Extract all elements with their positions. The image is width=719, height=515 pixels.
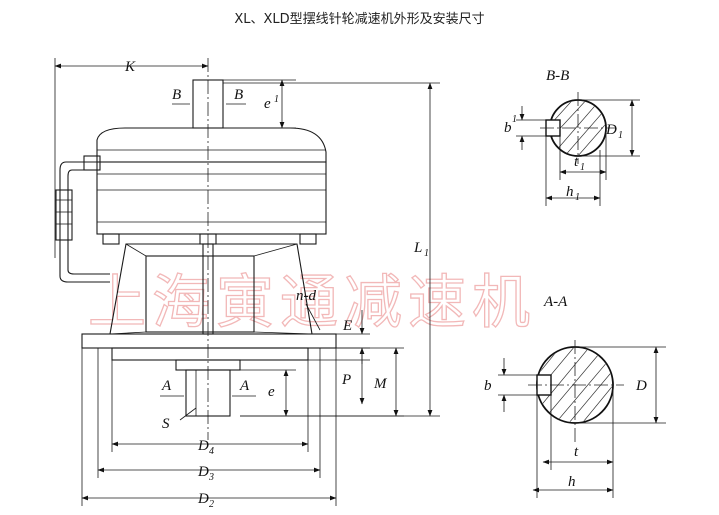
svg-text:4: 4 — [209, 446, 214, 457]
mounting-flange — [81, 333, 337, 349]
section-b-left: B — [172, 87, 181, 103]
flange-spigot — [111, 347, 309, 361]
dim-e1-label: e — [264, 96, 271, 112]
housing-dome — [96, 127, 327, 163]
dim-m-label: M — [373, 376, 388, 392]
dim-l1-label: L — [413, 240, 422, 256]
bottom-shaft — [185, 369, 231, 417]
main-dimensions: K B B e 1 L 1 n-d E P M — [54, 58, 440, 510]
frame-window — [145, 255, 255, 333]
svg-text:1: 1 — [618, 130, 623, 141]
section-aa-label: A-A — [543, 294, 568, 310]
svg-text:2: 2 — [209, 499, 214, 510]
main-view — [55, 58, 337, 440]
dim-e-label: e — [268, 384, 275, 400]
oil-gauge — [55, 189, 73, 241]
svg-text:3: 3 — [208, 472, 214, 483]
dim-d-label: D — [635, 378, 647, 394]
dim-h1-label: h — [566, 184, 574, 200]
dim-h-label: h — [568, 474, 576, 490]
section-bb: B-B b 1 D 1 t 1 — [504, 68, 640, 206]
section-a-left: A — [161, 378, 172, 394]
page-title: XL、XLD型摆线针轮减速机外形及安装尺寸 — [234, 12, 485, 27]
svg-text:1: 1 — [274, 94, 279, 105]
dim-d2-label: D — [197, 491, 209, 507]
section-aa: A-A b D t — [484, 294, 666, 498]
svg-text:1: 1 — [580, 162, 585, 173]
section-bb-label: B-B — [546, 68, 569, 84]
svg-text:1: 1 — [575, 192, 580, 203]
dim-t-label: t — [574, 444, 579, 460]
watermark-text: 上海寅通减速机 — [88, 268, 536, 336]
section-b-right: B — [234, 87, 243, 103]
dim-p-label: P — [341, 372, 351, 388]
dim-nd-label: n-d — [296, 288, 316, 304]
svg-text:1: 1 — [424, 248, 429, 259]
dim-e-upper-label: E — [342, 318, 352, 334]
dim-s-label: S — [162, 416, 170, 432]
bolt-left — [102, 233, 120, 245]
svg-text:1: 1 — [512, 114, 517, 125]
bolt-right — [299, 233, 317, 245]
dim-b1-label: b — [504, 120, 512, 136]
pipe-fitting — [83, 155, 101, 171]
dim-b-label: b — [484, 378, 492, 394]
oil-pipe — [59, 161, 110, 283]
dim-t1-label: t — [574, 154, 579, 170]
dim-d1-label: D — [605, 122, 617, 138]
dim-d3-label: D — [197, 464, 209, 480]
dim-d4-label: D — [197, 438, 209, 454]
section-a-right: A — [239, 378, 250, 394]
dim-k-label: K — [124, 59, 136, 75]
housing-body — [96, 161, 327, 235]
